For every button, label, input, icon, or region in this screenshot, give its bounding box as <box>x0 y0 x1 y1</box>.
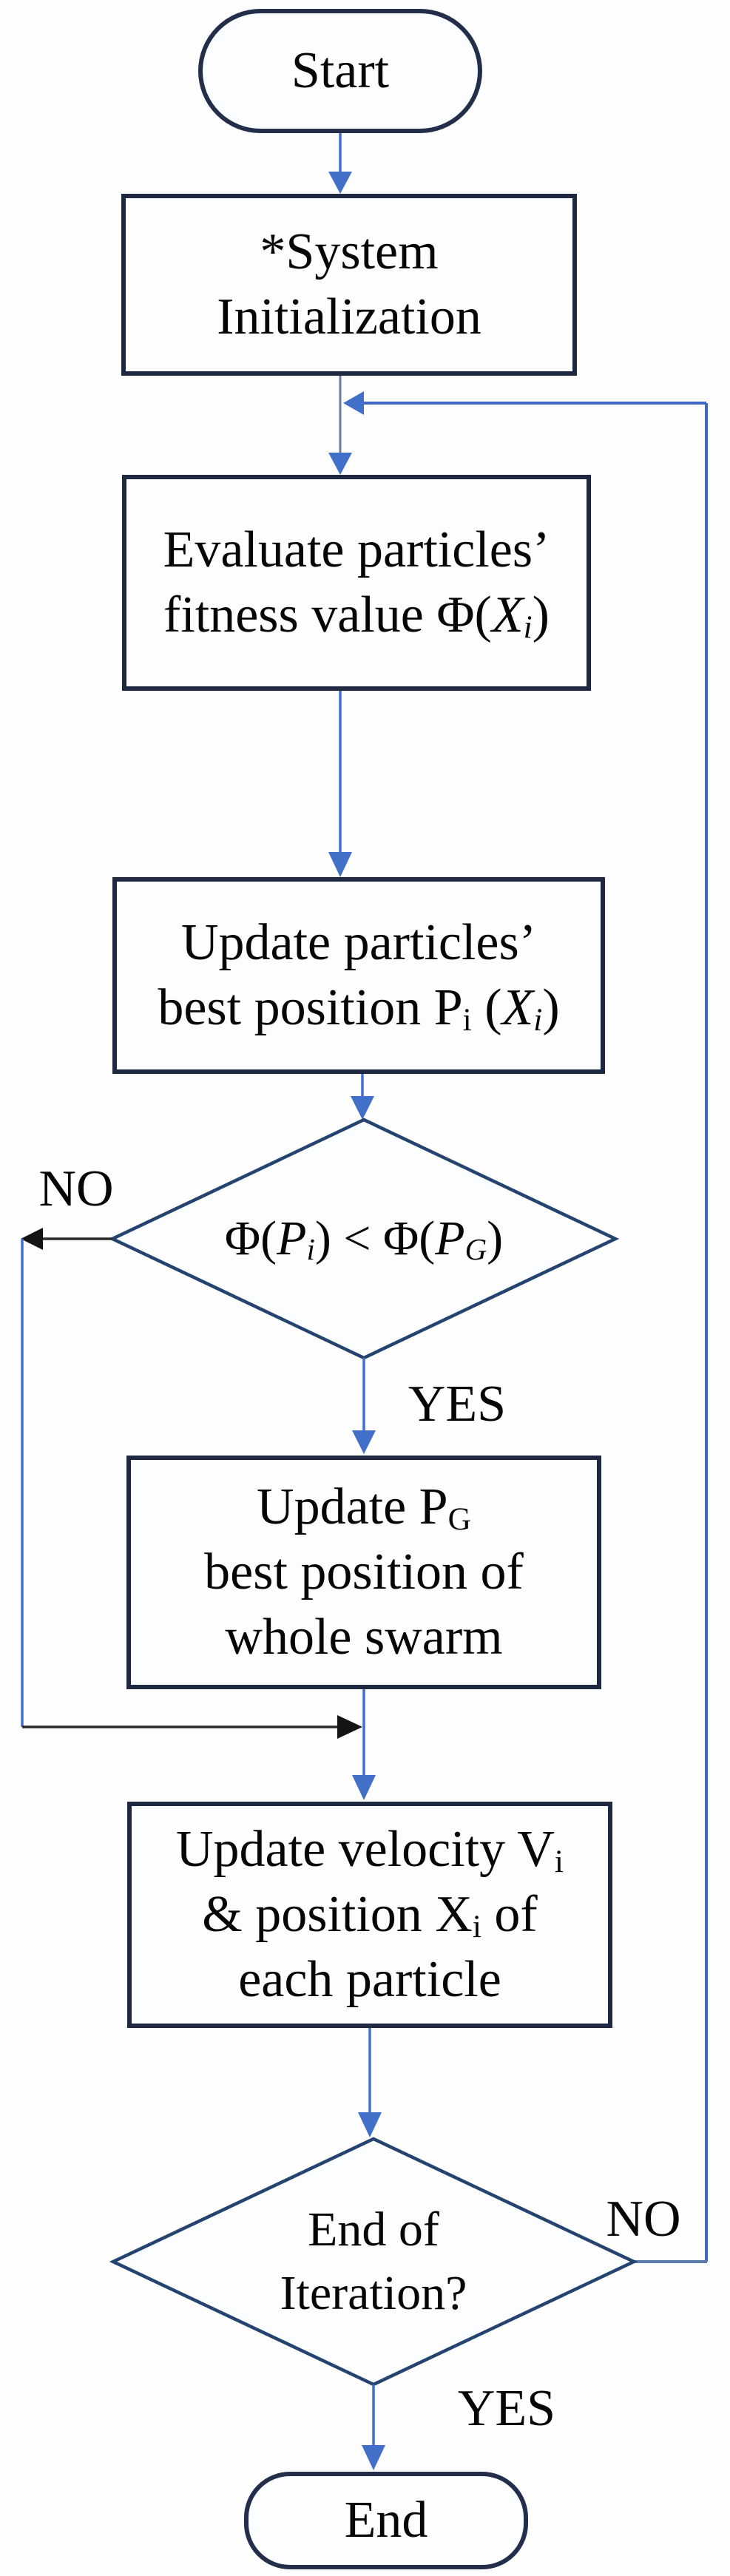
start-label: Start <box>291 42 390 99</box>
update-pbest-text: Update particles’ best position Pi (Xi) <box>117 910 601 1041</box>
arrowhead-down <box>328 172 352 194</box>
arrowhead-down <box>362 2445 385 2470</box>
decision1-yes-label: YES <box>408 1376 507 1433</box>
text-line: fitness value Φ(Xi) <box>163 586 550 645</box>
edge-decision1-no <box>21 1228 362 1739</box>
text-line: Initialization <box>217 288 481 345</box>
text-line: best position Pi (Xi) <box>158 979 560 1038</box>
edge-init-to-evaluate <box>328 376 352 475</box>
arrowhead-left <box>21 1228 43 1250</box>
edge-decision2-yes <box>362 2384 385 2470</box>
edge-velocity-to-decision2 <box>358 2028 382 2137</box>
system-initialization-text: *System Initialization <box>126 220 572 350</box>
decision2-condition-text: End of Iteration? <box>189 2180 558 2343</box>
text-line: Iteration? <box>280 2266 467 2320</box>
update-velocity-text: Update velocity Vi & position Xi of each… <box>132 1817 608 2013</box>
arrowhead-left <box>343 391 364 415</box>
decision2-lines: End of Iteration? <box>189 2198 558 2325</box>
edge-decision1-yes <box>352 1358 376 1454</box>
text-line: whole swarm <box>225 1609 503 1666</box>
end-label: End <box>344 2492 428 2549</box>
text-line: best position of <box>204 1543 524 1600</box>
end-node: End <box>244 2472 528 2569</box>
update-velocity-node: Update velocity Vi & position Xi of each… <box>127 1802 612 2028</box>
arrowhead-down <box>328 852 352 877</box>
decision1-condition-text: Φ(Pi) < Φ(PG) <box>135 1172 593 1305</box>
decision1-no-label: NO <box>38 1160 114 1217</box>
text-line: End of <box>308 2203 439 2257</box>
text-line: Evaluate particles’ <box>163 521 550 578</box>
edge-pbest-to-decision1 <box>351 1074 374 1120</box>
update-pbest-node: Update particles’ best position Pi (Xi) <box>112 877 605 1074</box>
text-line: Φ(Pi) < Φ(PG) <box>224 1211 504 1267</box>
edge-loop-return <box>343 391 708 2263</box>
arrowhead-down <box>358 2112 382 2137</box>
edge-gbest-to-velocity <box>352 1689 376 1800</box>
arrowhead-down <box>352 1775 376 1800</box>
text-line: & position Xi of <box>202 1885 538 1944</box>
evaluate-fitness-text: Evaluate particles’ fitness value Φ(Xi) <box>126 518 587 648</box>
arrowhead-down <box>351 1096 374 1120</box>
text-line: Update PG <box>257 1478 471 1537</box>
text-line: Update velocity Vi <box>176 1820 564 1879</box>
decision2-yes-label: YES <box>457 2380 556 2437</box>
arrowhead-down <box>328 453 352 475</box>
evaluate-fitness-node: Evaluate particles’ fitness value Φ(Xi) <box>122 475 591 691</box>
start-node: Start <box>198 9 482 133</box>
text-line: each particle <box>238 1951 501 2009</box>
text-line: Update particles’ <box>180 913 537 971</box>
arrowhead-down <box>352 1430 376 1454</box>
edge-start-to-init <box>328 133 352 194</box>
arrowhead-right <box>337 1715 362 1739</box>
update-gbest-text: Update PG best position of whole swarm <box>131 1475 597 1671</box>
system-initialization-node: *System Initialization <box>121 194 577 376</box>
update-gbest-node: Update PG best position of whole swarm <box>126 1456 601 1689</box>
decision2-no-label: NO <box>606 2191 681 2248</box>
edge-evaluate-to-pbest <box>328 691 352 877</box>
text-line: *System <box>260 223 439 280</box>
